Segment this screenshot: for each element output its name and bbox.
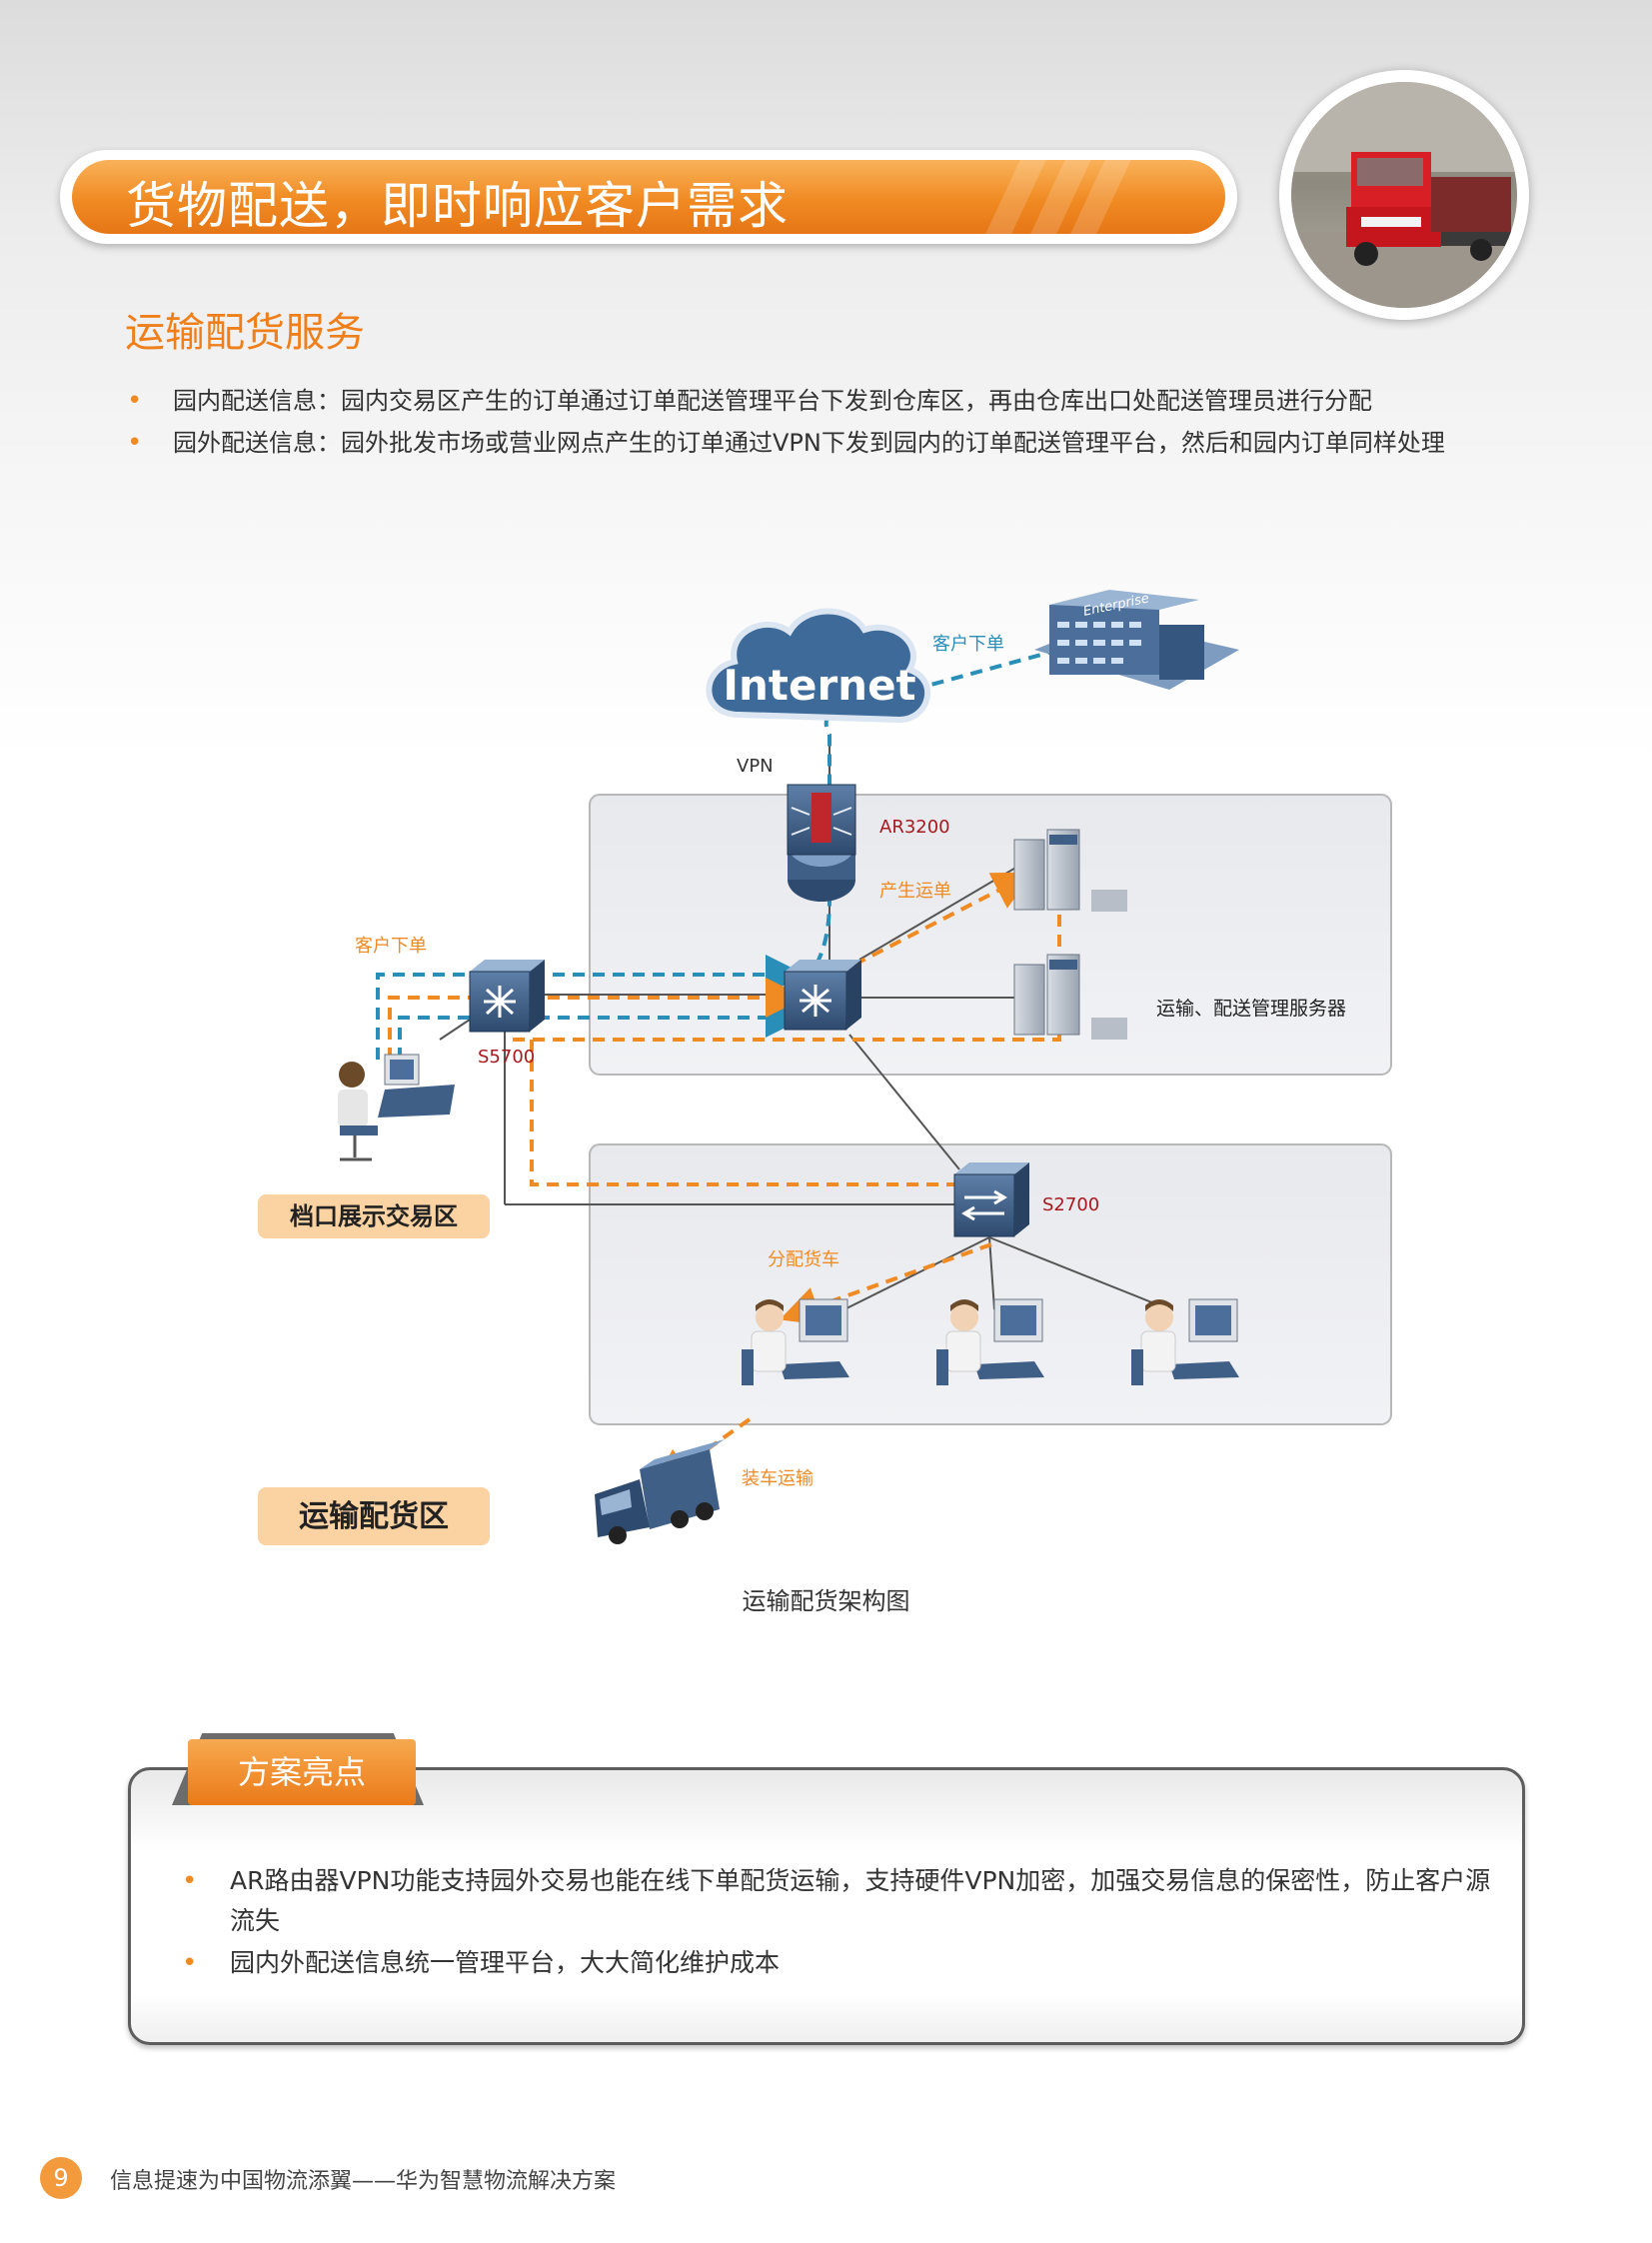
list-item: •园内配送信息：园内交易区产生的订单通过订单配送管理平台下发到仓库区，再由仓库出… (127, 386, 1372, 416)
distribution-zone (589, 1143, 1392, 1425)
highlights-bullets: •AR路由器VPN功能支持园外交易也能在线下单配货运输，支持硬件VPN加密，加强… (182, 1861, 1501, 1983)
section-title: 运输配货服务 (125, 310, 365, 356)
s2700-switch-icon (953, 1162, 1029, 1237)
generate-waybill-label: 产生运单 (879, 881, 951, 902)
vpn-label: VPN (737, 756, 774, 777)
s2700-label: S2700 (1042, 1194, 1099, 1215)
footer-text: 信息提速为中国物流添翼——华为智慧物流解决方案 (110, 2169, 617, 2194)
zone-badge-transport (258, 1487, 490, 1545)
ar3200-label: AR3200 (879, 817, 950, 838)
list-item: •园内外配送信息统一管理平台，大大简化维护成本 (182, 1948, 781, 1978)
page-number: 9 (40, 2157, 82, 2199)
network-diagram: Internet Enterprise 客户下单 VPN AR3200 产生运单 (258, 590, 1392, 1545)
server-label: 运输、配送管理服务器 (1156, 998, 1346, 1020)
title-banner: 货物配送，即时响应客户需求 (72, 160, 1225, 234)
zone-transport-label: 运输配货区 (299, 1499, 449, 1534)
internet-cloud-icon (706, 608, 930, 724)
s5700-label: S5700 (478, 1047, 535, 1068)
list-item: •园外配送信息：园外批发市场或营业网点产生的订单通过VPN下发到园内的订单配送管… (127, 428, 1445, 458)
worker-icon (742, 1298, 849, 1385)
core-zone (589, 794, 1392, 1076)
s5700-switch-icon (469, 960, 545, 1033)
section-bullets: •园内配送信息：园内交易区产生的订单通过订单配送管理平台下发到仓库区，再由仓库出… (125, 380, 1584, 464)
truck-photo (1279, 70, 1529, 320)
load-transport-label: 装车运输 (742, 1468, 814, 1489)
highlights-box (128, 1767, 1525, 2045)
worker-icon (936, 1298, 1044, 1385)
operator-woman-icon (338, 1054, 455, 1161)
diagram-caption: 运输配货架构图 (742, 1587, 910, 1615)
customer-order-left-label: 客户下单 (355, 936, 427, 957)
customer-order-top-label: 客户下单 (932, 634, 1004, 655)
worker-icon (1131, 1298, 1239, 1385)
zone-badge-booth (258, 1194, 490, 1238)
delivery-truck-icon (595, 1439, 725, 1544)
server-icon (1013, 954, 1127, 1040)
internet-label: Internet (723, 661, 915, 710)
highlights-tab: 方案亮点 (188, 1739, 416, 1805)
server-icon (1013, 829, 1127, 912)
ar3200-router-icon (787, 784, 856, 902)
assign-truck-label: 分配货车 (768, 1249, 839, 1270)
core-switch-icon (784, 960, 861, 1031)
page-title: 货物配送，即时响应客户需求 (126, 177, 789, 234)
enterprise-building-icon (1034, 590, 1239, 690)
zone-booth-label: 档口展示交易区 (290, 1202, 458, 1230)
list-item: •AR路由器VPN功能支持园外交易也能在线下单配货运输，支持硬件VPN加密，加强… (182, 1866, 1491, 1935)
